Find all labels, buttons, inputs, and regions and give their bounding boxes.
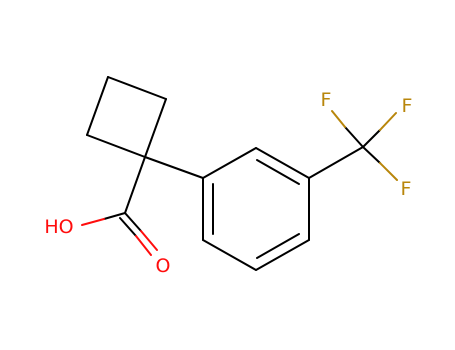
- fluorine-label-3: F: [401, 178, 412, 200]
- hydroxyl-label: HO: [44, 216, 73, 238]
- c-f-bond-fluorine: [379, 112, 397, 131]
- fluorine-label-1: F: [321, 89, 332, 111]
- c-f-bond-fluorine: [331, 110, 346, 128]
- aryl-to-cf3-bond: [308, 146, 364, 179]
- aromatic-bond: [255, 239, 310, 271]
- ring-bond: [107, 76, 167, 100]
- ring-to-phenyl-bond: [144, 156, 204, 179]
- carboxyl-group: [81, 212, 158, 256]
- ring-to-carboxyl-bond: [124, 156, 146, 214]
- trifluoromethyl-group: [308, 110, 398, 181]
- c-f-bond: [362, 146, 381, 164]
- c-o-double-bond-second-oxygen: [135, 235, 152, 256]
- c-o-double-bond-second: [119, 217, 137, 237]
- ring-bond: [144, 98, 167, 158]
- c-f-bond-fluorine: [379, 162, 398, 181]
- benzene-ring: [202, 147, 310, 271]
- aromatic-bond: [202, 147, 257, 179]
- aromatic-bond: [255, 147, 310, 179]
- c-f-bond: [362, 129, 381, 148]
- aromatic-bond: [202, 239, 257, 271]
- c-oh-bond: [103, 212, 126, 220]
- c-oh-bond-oxygen: [81, 218, 105, 226]
- fluorine-label-2: F: [402, 95, 413, 117]
- ring-bond: [86, 76, 109, 136]
- c-o-double-bond-oxygen: [140, 230, 158, 251]
- aromatic-inner-bond: [256, 233, 300, 259]
- c-o-double-bond: [124, 212, 142, 232]
- aromatic-inner-bond: [256, 159, 300, 185]
- ring-bond: [86, 134, 146, 158]
- cyclobutane-ring: [86, 76, 167, 158]
- c-f-bond: [344, 126, 364, 148]
- carbonyl-oxygen-label: O: [156, 255, 171, 277]
